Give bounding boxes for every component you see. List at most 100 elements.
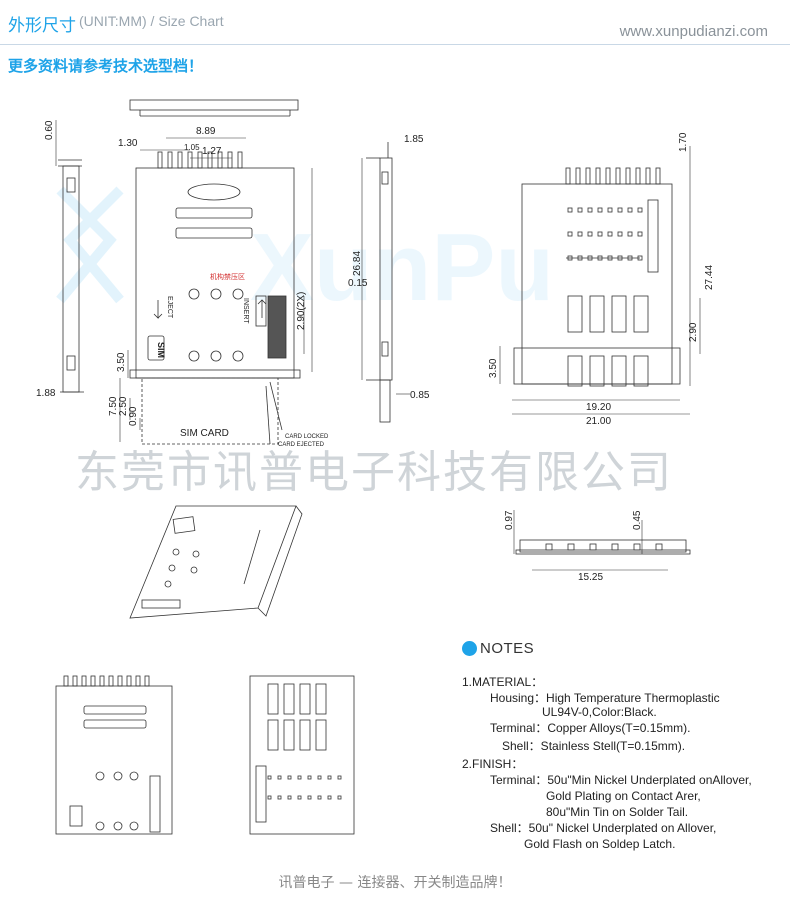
contact-spring: [315, 719, 327, 751]
contact-pin: [157, 151, 163, 169]
contact-pad: [277, 795, 282, 800]
dim-label: 2.90: [688, 322, 699, 342]
contact-pad: [287, 775, 292, 780]
contact-spring: [611, 355, 627, 387]
contact-pin: [565, 167, 571, 185]
notes-bullet-icon: [462, 641, 477, 656]
finish-terminal-note-cont: Gold Plating on Contact Arer,: [546, 789, 701, 803]
contact-pin: [63, 675, 69, 687]
contact-pin: [615, 167, 621, 185]
dim-label: 26.84: [352, 251, 363, 276]
contact-pin: [99, 675, 105, 687]
dim-label: 7.50: [108, 396, 119, 416]
contact-pad: [607, 207, 613, 213]
dim-label: 0.15: [348, 278, 368, 289]
profile-pin: [655, 543, 663, 551]
contact-pin: [126, 675, 132, 687]
material-header: 1.MATERIAL：: [462, 675, 544, 689]
dim-label: 0.60: [44, 120, 55, 140]
contact-pad: [577, 207, 583, 213]
contact-pin: [625, 167, 631, 185]
header-divider: [0, 44, 790, 45]
contact-pin: [575, 167, 581, 185]
dim-label: 0.85: [410, 390, 430, 401]
notes-header: NOTES: [462, 640, 534, 657]
contact-pad: [337, 795, 342, 800]
subtitle-link[interactable]: 更多资料请参考技术选型档！: [8, 57, 204, 75]
forbidden-zone-label: 机构禁压区: [210, 272, 245, 281]
contact-spring: [299, 719, 311, 751]
contact-pin: [237, 151, 243, 169]
contact-pin: [595, 167, 601, 185]
profile-pin: [545, 543, 553, 551]
contact-pin: [135, 675, 141, 687]
profile-pin: [567, 543, 575, 551]
contact-pin: [187, 151, 193, 169]
contact-spring: [589, 355, 605, 387]
contact-pad: [567, 231, 573, 237]
dim-label: 3.50: [116, 352, 127, 372]
contact-pin: [645, 167, 651, 185]
finish-header: 2.FINISH：: [462, 757, 524, 771]
contact-pad: [637, 207, 643, 213]
contact-pad: [307, 795, 312, 800]
finish-terminal-note-cont: 80u"Min Tin on Solder Tail.: [546, 805, 689, 819]
contact-spring: [299, 683, 311, 715]
finish-shell-note: Shell：50u" Nickel Underplated on Allover…: [490, 821, 717, 835]
contact-spring: [315, 683, 327, 715]
dim-label: 19.20: [586, 402, 611, 413]
contact-spring: [283, 719, 295, 751]
insert-label: INSERT: [242, 298, 249, 324]
top-view: [129, 151, 301, 445]
dim-label: 1.30: [118, 138, 138, 149]
contact-pin: [585, 167, 591, 185]
contact-spring: [611, 295, 627, 333]
profile-pin: [611, 543, 619, 551]
page-title: 外形尺寸: [8, 16, 76, 36]
isometric-view: [129, 505, 303, 619]
contact-spring: [589, 295, 605, 333]
small-top-view: [55, 675, 173, 835]
sim-card-label: SIM CARD: [180, 428, 229, 439]
contact-pad: [327, 775, 332, 780]
contact-pin: [635, 167, 641, 185]
contact-pad: [297, 775, 302, 780]
contact-pin: [144, 675, 150, 687]
dim-label: 3.50: [488, 358, 499, 378]
contact-pin: [117, 675, 123, 687]
contact-pin: [81, 675, 87, 687]
contact-pad: [597, 231, 603, 237]
dim-label: 15.25: [578, 572, 603, 583]
front-profile-view: [513, 510, 691, 571]
contact-pad: [637, 231, 643, 237]
contact-pin: [605, 167, 611, 185]
contact-pad: [267, 775, 272, 780]
left-side-view: [58, 159, 84, 393]
contact-hole: [188, 350, 200, 362]
dim-label: 8.89: [196, 126, 216, 137]
brand-watermark: [56, 186, 124, 304]
contact-pad: [307, 775, 312, 780]
contact-hole: [232, 288, 244, 300]
contact-spring: [567, 355, 583, 387]
dim-label: 0.97: [504, 510, 515, 530]
site-url: www.xunpudianzi.com: [619, 23, 768, 40]
contact-pin: [72, 675, 78, 687]
contact-pad: [607, 231, 613, 237]
sim-label: SIM: [156, 342, 166, 358]
brand-watermark-text: XunPu: [250, 214, 554, 321]
dim-label: 1.70: [678, 132, 689, 152]
contact-hole: [210, 288, 222, 300]
contact-spring: [633, 295, 649, 333]
shell-note: Shell：Stainless Stell(T=0.15mm).: [502, 739, 686, 753]
footer-slogan: 讯普电子 — 连接器、开关制造品牌！: [278, 875, 512, 891]
contact-pin: [197, 151, 203, 169]
dim-label: 21.00: [586, 416, 611, 427]
contact-pin: [167, 151, 173, 169]
dim-label: 1.05: [184, 143, 200, 152]
page-header: 外形尺寸 (UNIT:MM) / Size Chart www.xunpudia…: [0, 0, 790, 48]
bottom-view: [499, 146, 701, 415]
contact-pad: [317, 795, 322, 800]
contact-pad: [287, 795, 292, 800]
side-view: [361, 142, 410, 423]
